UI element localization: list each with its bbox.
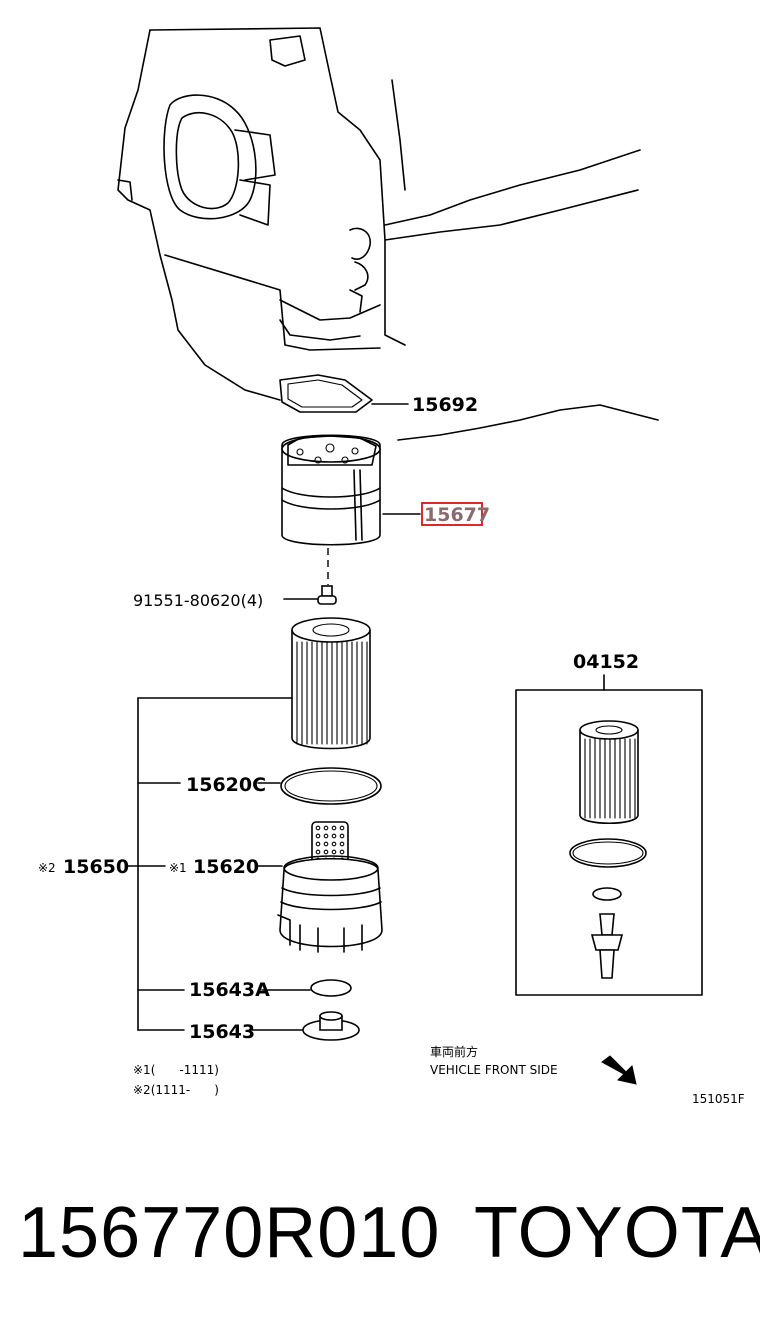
label-15677[interactable]: 15677: [424, 504, 490, 526]
engine-block-drawing: [117, 27, 641, 401]
cap-hole: [315, 841, 321, 847]
direction-en: VEHICLE FRONT SIDE: [430, 1063, 558, 1077]
cap-hole: [323, 833, 329, 839]
filter-cap-15620-drawing: [277, 821, 383, 953]
label-04152[interactable]: 04152: [573, 651, 639, 673]
cap-hole: [323, 825, 329, 831]
cap-hole: [339, 849, 345, 855]
highlight-box-15677: [421, 502, 483, 526]
footer-part-number: 156770R010: [18, 1193, 441, 1273]
cap-hole: [331, 825, 337, 831]
direction-jp: 車両前方: [430, 1044, 478, 1059]
kit-04152-box: [515, 674, 703, 996]
cap-hole: [339, 833, 345, 839]
cap-hole: [339, 825, 345, 831]
oring-15620c-drawing: [280, 767, 382, 805]
cap-hole: [339, 841, 345, 847]
cap-hole: [315, 833, 321, 839]
cap-housing-15677-drawing: [281, 434, 381, 546]
prefix-15650: ※2: [38, 861, 56, 875]
gasket-15643a-drawing: [310, 979, 352, 997]
assembly-bracket: [125, 697, 311, 1031]
bolt-drawing: [317, 585, 337, 605]
cap-hole: [331, 833, 337, 839]
filter-element-drawing: [291, 617, 371, 750]
oil-pan-edge: [397, 404, 659, 441]
note-2: ※2(1111- ): [133, 1083, 219, 1097]
note-1: ※1( -1111): [133, 1063, 219, 1077]
label-15650[interactable]: 15650: [63, 856, 129, 878]
label-15643a[interactable]: 15643A: [189, 979, 270, 1001]
label-bolt[interactable]: 91551-80620(4): [133, 591, 263, 610]
cap-hole: [331, 841, 337, 847]
label-15620c[interactable]: 15620C: [186, 774, 266, 796]
drain-plug-15643-drawing: [302, 1011, 360, 1041]
cap-hole: [315, 825, 321, 831]
gasket-15692-drawing: [279, 374, 373, 413]
cap-hole: [315, 849, 321, 855]
label-15643[interactable]: 15643: [189, 1021, 255, 1043]
label-15620[interactable]: 15620: [193, 856, 259, 878]
front-direction-arrow-icon: [601, 1055, 637, 1085]
footer: 156770R010 TOYOTA: [0, 1180, 760, 1290]
cap-hole: [323, 849, 329, 855]
footer-brand: TOYOTA: [474, 1193, 760, 1273]
prefix-15620: ※1: [169, 861, 187, 875]
cap-hole: [331, 849, 337, 855]
cap-hole: [323, 841, 329, 847]
label-15692[interactable]: 15692: [412, 394, 478, 416]
figure-id: 151051F: [692, 1092, 745, 1106]
